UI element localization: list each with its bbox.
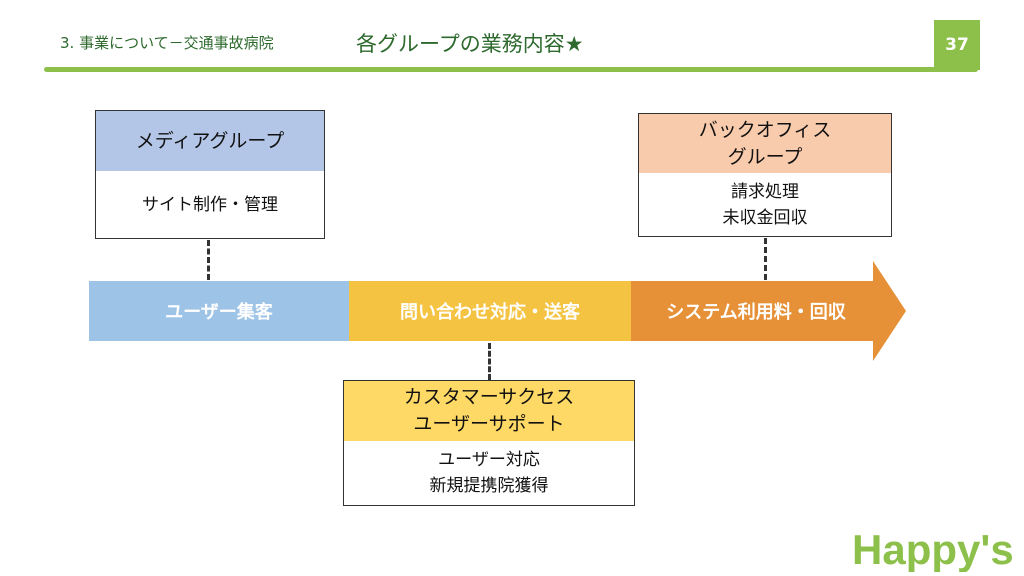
page-title: 各グループの業務内容★	[356, 32, 584, 56]
page-number: 37	[934, 20, 980, 70]
customer-success-group-tasks: ユーザー対応 新規提携院獲得	[429, 450, 549, 496]
backoffice-connector-line	[764, 238, 767, 280]
customer-success-connector-line	[488, 343, 491, 380]
backoffice-group-card: バックオフィス グループ 請求処理 未収金回収	[638, 113, 892, 237]
flow-step-system-fee-collection: システム利用料・回収	[666, 302, 846, 323]
media-group-card: メディアグループ サイト制作・管理	[95, 110, 325, 239]
backoffice-group-tasks: 請求処理 未収金回収	[722, 181, 808, 228]
backoffice-group-name: バックオフィス グループ	[639, 114, 891, 173]
flow-arrow-head	[631, 261, 906, 361]
flow-step-user-acquisition: ユーザー集客	[89, 281, 349, 341]
media-group-tasks: サイト制作・管理	[142, 194, 278, 215]
section-title: 3. 事業について－交通事故病院	[60, 34, 274, 52]
happys-logo: Happy's	[852, 526, 1012, 572]
header-divider	[44, 67, 978, 72]
customer-success-group-name: カスタマーサクセス ユーザーサポート	[344, 381, 634, 441]
customer-success-group-card: カスタマーサクセス ユーザーサポート ユーザー対応 新規提携院獲得	[343, 380, 635, 506]
media-group-name: メディアグループ	[96, 111, 324, 171]
flow-step-inquiry-referral: 問い合わせ対応・送客	[349, 281, 631, 341]
svg-text:Happy's: Happy's	[852, 526, 1012, 572]
media-connector-line	[207, 240, 210, 280]
